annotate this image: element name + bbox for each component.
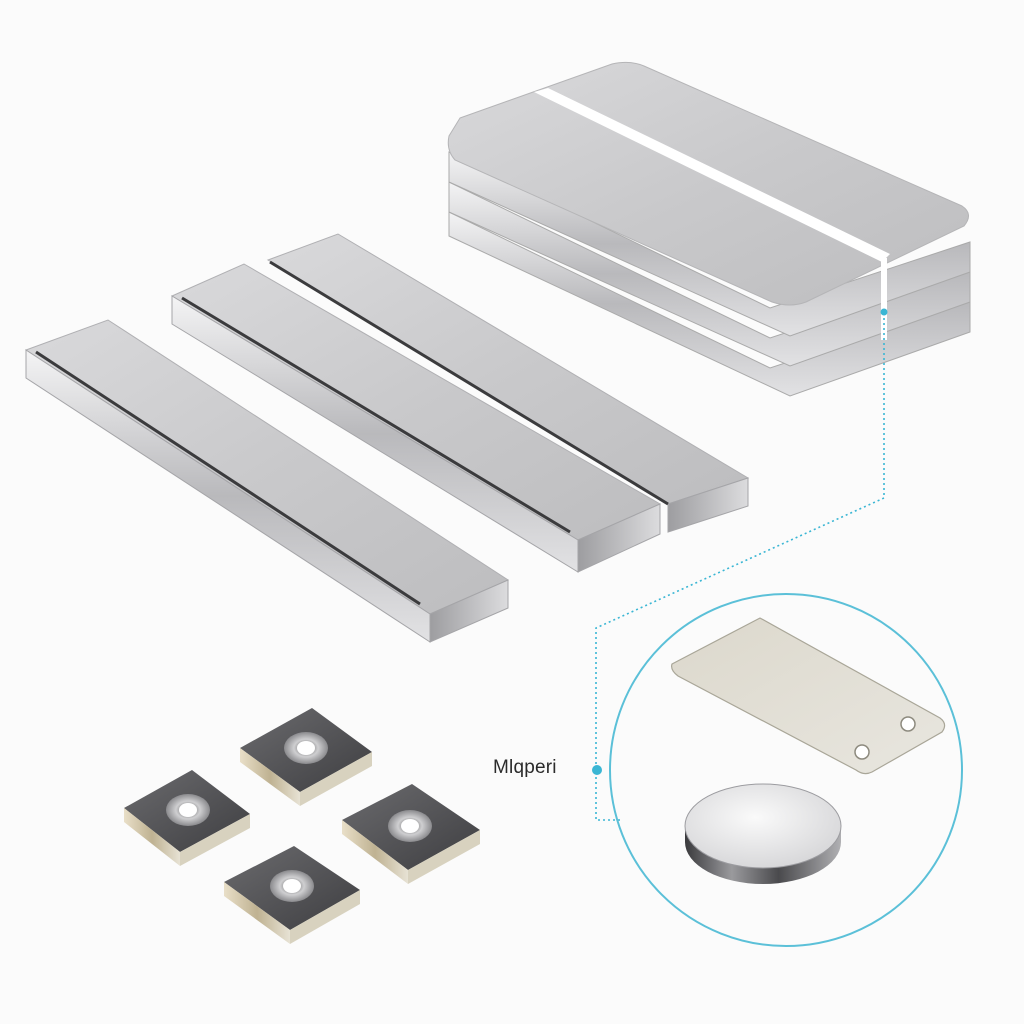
callout-label: Mlqperi xyxy=(493,757,557,778)
white-band xyxy=(534,88,890,262)
countersunk-square-magnets xyxy=(124,708,480,944)
countersunk-magnet-1 xyxy=(240,708,372,806)
leader-dot-top xyxy=(880,308,888,316)
round-disc-magnet xyxy=(684,783,842,884)
plate-hole-2 xyxy=(854,744,870,760)
detail-circle xyxy=(609,593,963,947)
paired-bar-magnets xyxy=(170,233,750,573)
countersunk-magnet-3 xyxy=(342,784,480,884)
stacked-block-magnets xyxy=(447,61,971,397)
countersunk-magnet-2 xyxy=(124,770,250,866)
callout-leader-line xyxy=(592,308,888,821)
plate-hole-1 xyxy=(900,716,916,732)
leader-dot-label xyxy=(592,765,602,775)
steel-plate-with-holes xyxy=(671,617,946,775)
countersunk-magnet-4 xyxy=(224,846,360,944)
long-bar-magnet-left xyxy=(24,319,510,643)
